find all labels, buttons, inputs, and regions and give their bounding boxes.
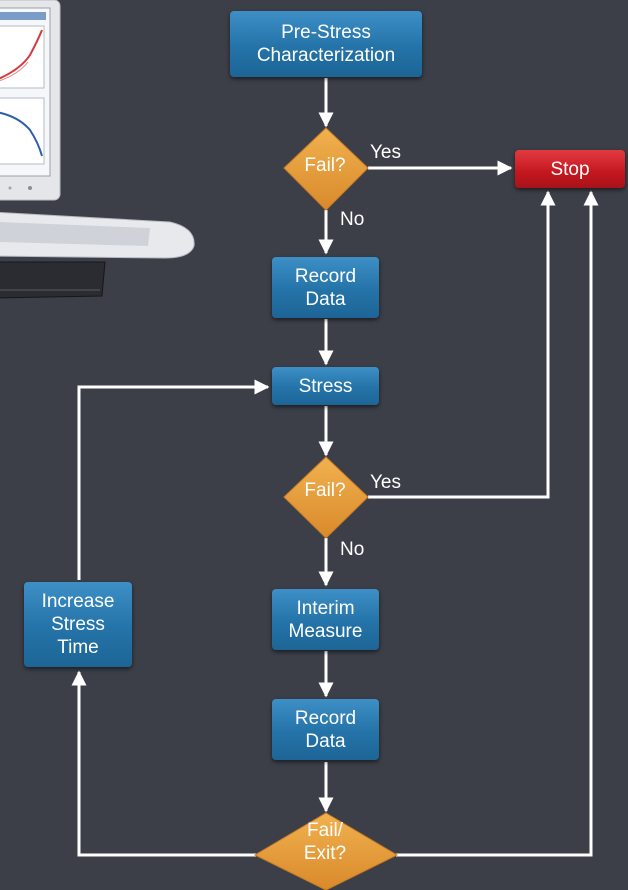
edge-label-no-2: No (340, 539, 365, 560)
node-pre-stress-characterization: Pre-Stress Characterization (230, 11, 422, 77)
edge-increase-to-stress (77, 379, 270, 580)
edge-fail2-yes-to-stop (368, 190, 556, 499)
edge-label-yes-2: Yes (370, 472, 401, 493)
node-stop: Stop (515, 150, 625, 188)
decision-fail-2-label: Fail? (304, 480, 346, 501)
node-interim-measure: Interim Measure (272, 589, 379, 650)
node-record-data-1: Record Data (272, 257, 379, 318)
node-record-data-2: Record Data (272, 699, 379, 760)
decision-fail-1-label: Fail? (304, 155, 346, 176)
decision-fail-exit-label: Fail/ Exit? (303, 820, 347, 864)
edge-failexit-to-increase (71, 670, 256, 857)
computer-monitor-illustration (0, 0, 61, 201)
decision-fail-exit (253, 812, 399, 890)
edge-label-yes-1: Yes (370, 142, 401, 163)
node-increase-stress-time: Increase Stress Time (24, 582, 132, 667)
keyboard-illustration (0, 212, 195, 299)
edge-failexit-to-stop (396, 190, 599, 857)
decision-fail-2 (283, 456, 369, 539)
edge-label-no-1: No (340, 209, 365, 230)
decision-fail-1 (283, 127, 369, 211)
connectors (71, 78, 599, 857)
decision-diamonds (253, 127, 399, 890)
node-stress: Stress (272, 367, 379, 405)
